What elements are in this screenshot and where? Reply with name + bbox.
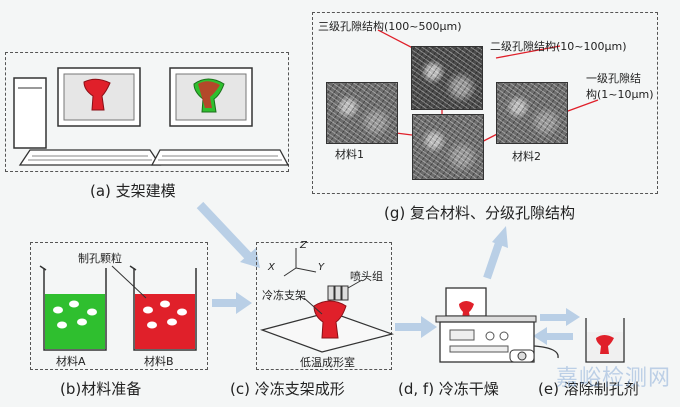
arrow-a-to-c [196,201,254,262]
arrow-b-to-c-head [236,292,252,314]
axis-y-line [295,267,317,273]
label-pore-particles: 制孔颗粒 [78,252,122,265]
micrograph-center [412,114,484,180]
arrow-a-to-c-head [240,248,260,268]
arrow-d-to-e [540,314,568,321]
split-model-icon [198,81,220,108]
computer-1 [13,67,162,166]
panel-b-box [30,242,208,370]
nozzle-group-shape [341,285,349,301]
arrow-d-to-g-head [492,226,508,248]
computer-2 [150,67,290,166]
pointer-level2 [495,45,561,59]
label-level1-line1: 一级孔隙结 [586,72,641,85]
micrograph-material2 [496,82,568,144]
label-frozen-scaffold: 冷冻支架 [262,289,306,302]
caption-e: (e) 溶除制孔剂 [538,380,639,398]
label-material-a: 材料A [56,355,86,368]
arrow-b-to-c [212,299,238,307]
axis-x-line [283,267,297,277]
scaffold-model-icon [83,78,111,111]
label-axis-z: Z [300,240,307,251]
beaker-e-scaffold [596,335,614,354]
beaker-b [129,265,197,351]
caption-c: (c) 冷冻支架成形 [230,380,345,398]
label-axis-x: X [268,262,275,273]
micrograph-level3 [411,46,483,110]
arrow-e-to-d-head [533,327,547,345]
frozen-scaffold-shape [313,300,347,339]
label-nozzle-group: 喷头组 [350,270,383,283]
caption-a: (a) 支架建模 [90,182,176,200]
label-level3: 三级孔隙结构(100~500μm) [318,20,462,33]
arrow-c-to-d-head [421,316,437,338]
arrow-d-to-g [483,238,504,280]
caption-b: (b)材料准备 [60,380,142,398]
label-level2: 二级孔隙结构(10~100μm) [490,40,627,53]
label-low-temp-chamber: 低温成形室 [300,356,355,369]
label-level1-line2: 构(1~10μm) [586,88,654,101]
panel-g-box [312,12,658,194]
arrow-d-to-e-head [566,308,580,326]
dryer-scaffold [459,301,474,318]
caption-g: (g) 复合材料、分级孔隙结构 [384,204,575,222]
label-material1: 材料1 [335,148,364,161]
caption-df: (d, f) 冷冻干燥 [398,380,499,398]
panel-c-box [256,242,392,370]
label-material-b: 材料B [144,355,174,368]
arrow-e-to-d [545,333,573,340]
arrow-c-to-d [395,323,423,331]
pointer-pore-particles [111,265,147,299]
beaker-e [585,318,625,363]
label-material2: 材料2 [512,150,541,163]
panel-a-box [5,52,289,172]
tower-1 [13,77,47,149]
micrograph-material1 [326,82,398,144]
keyboard-2 [150,149,290,166]
label-axis-y: Y [318,262,325,273]
watermark: 嘉峪检测网 [556,366,672,391]
beaker-a [39,265,107,351]
